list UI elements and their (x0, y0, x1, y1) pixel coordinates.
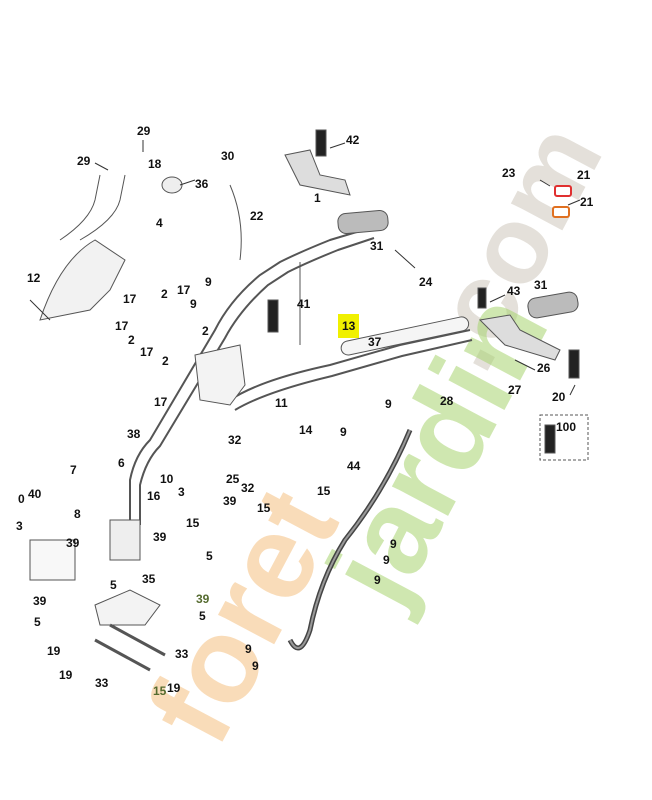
callout-39: 39 (223, 494, 237, 508)
callout-35: 35 (142, 572, 156, 586)
callout-3: 3 (178, 485, 185, 499)
callout-17: 17 (115, 319, 129, 333)
switch-21-red (554, 185, 572, 197)
lever-1 (284, 149, 351, 196)
callout-39: 39 (196, 592, 210, 606)
callout-32: 32 (241, 481, 255, 495)
callout-31: 31 (370, 239, 384, 253)
bracket (29, 539, 76, 581)
callout-11: 11 (275, 396, 288, 410)
callout-7: 7 (70, 463, 77, 477)
decal-41 (267, 299, 279, 333)
decal-42 (315, 129, 327, 157)
lower-bar (229, 329, 471, 401)
callout-5: 5 (199, 609, 206, 623)
callout-17: 17 (123, 292, 137, 306)
callout-43: 43 (507, 284, 521, 298)
callout-25: 25 (226, 472, 240, 486)
callout-29: 29 (137, 124, 151, 138)
callout-29: 29 (77, 154, 91, 168)
lever-26 (478, 314, 561, 361)
callout-6: 6 (118, 456, 125, 470)
callout-17: 17 (154, 395, 168, 409)
callout-9: 9 (374, 573, 381, 587)
callout-100: 100 (556, 420, 577, 434)
callout-2: 2 (162, 354, 169, 368)
callout-9: 9 (383, 553, 390, 567)
callout-44: 44 (347, 459, 361, 473)
callout-9: 9 (390, 537, 397, 551)
decal-20 (568, 349, 580, 379)
callout-15: 15 (317, 484, 331, 498)
callout-13-highlighted: 13 (338, 314, 360, 338)
callout-26: 26 (537, 361, 551, 375)
callout-24: 24 (419, 275, 433, 289)
callout-15: 15 (153, 684, 167, 698)
callout-33: 33 (175, 647, 189, 661)
grip-31-right (527, 291, 579, 319)
callout-21: 21 (580, 195, 594, 209)
callout-22: 22 (250, 209, 264, 223)
callout-5: 5 (206, 549, 213, 563)
callout-9: 9 (385, 397, 392, 411)
callout-30: 30 (221, 149, 235, 163)
callout-4: 4 (156, 216, 163, 230)
mount-plate (194, 344, 246, 406)
callout-9: 9 (190, 297, 197, 311)
callout-27: 27 (508, 383, 522, 397)
callout-40: 40 (28, 487, 42, 501)
callout-16: 16 (147, 489, 161, 503)
callout-9: 9 (252, 659, 259, 673)
callout-9: 9 (205, 275, 212, 289)
callout-12: 12 (27, 271, 41, 285)
callout-1: 1 (314, 191, 321, 205)
base-plate (94, 589, 161, 626)
callout-36: 36 (195, 177, 209, 191)
callout-10: 10 (160, 472, 174, 486)
callout-19: 19 (47, 644, 61, 658)
callout-37: 37 (368, 335, 382, 349)
callout-19: 19 (59, 668, 73, 682)
callout-18: 18 (148, 157, 162, 171)
callout-23: 23 (502, 166, 516, 180)
decal-100 (544, 424, 556, 454)
callout-15: 15 (257, 501, 271, 515)
callout-17: 17 (177, 283, 191, 297)
callout-39: 39 (66, 536, 80, 550)
callout-8: 8 (74, 507, 81, 521)
callout-2: 2 (128, 333, 135, 347)
callout-2: 2 (202, 324, 209, 338)
handlebar-frame (129, 227, 371, 520)
callout-41: 41 (297, 297, 311, 311)
callout-39: 39 (153, 530, 167, 544)
callout-5: 5 (34, 615, 41, 629)
callout-28: 28 (440, 394, 454, 408)
callout-3-partial: 3 (16, 519, 23, 533)
callout-38: 38 (127, 427, 141, 441)
callout-33: 33 (95, 676, 109, 690)
callout-31: 31 (534, 278, 548, 292)
callout-5: 5 (110, 578, 117, 592)
callout-42: 42 (346, 133, 360, 147)
callout-32: 32 (228, 433, 242, 447)
callout-9: 9 (340, 425, 347, 439)
callout-40-partial: 0 (18, 492, 25, 506)
kit-100-box (539, 414, 589, 461)
callout-17: 17 (140, 345, 154, 359)
callout-20: 20 (552, 390, 566, 404)
callout-2: 2 (161, 287, 168, 301)
grip-31-top (337, 210, 389, 234)
callout-14: 14 (299, 423, 313, 437)
callout-9: 9 (245, 642, 252, 656)
callout-21: 21 (577, 168, 591, 182)
decal-43 (477, 287, 487, 309)
callout-39: 39 (33, 594, 47, 608)
callout-19: 19 (167, 681, 181, 695)
callout-15: 15 (186, 516, 200, 530)
switch-21-orange (552, 206, 570, 218)
